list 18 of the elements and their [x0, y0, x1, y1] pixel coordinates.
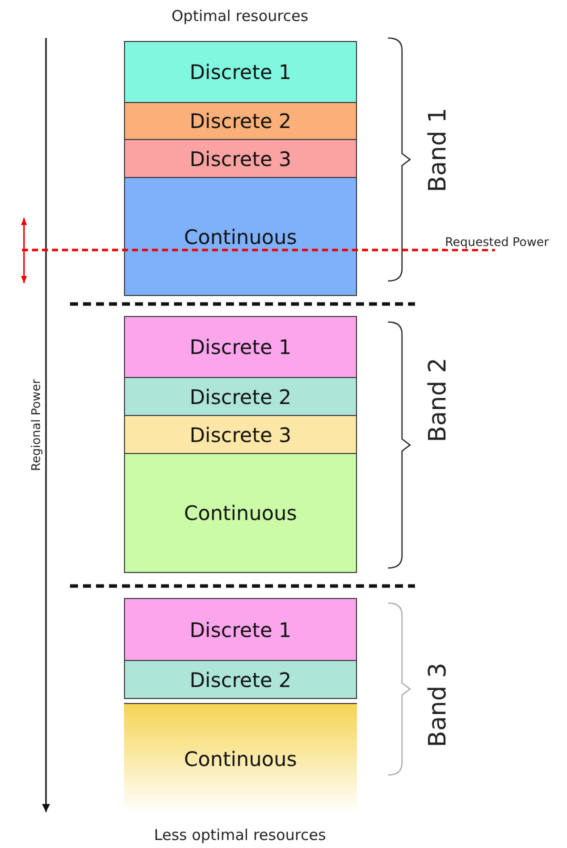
band-label: Band 3 — [422, 662, 451, 748]
axis-label: Regional Power — [28, 379, 43, 471]
resource-box: Discrete 3 — [124, 139, 357, 178]
resource-box: Discrete 2 — [124, 377, 357, 416]
resource-box: Continuous — [124, 703, 357, 813]
resource-box: Continuous — [124, 453, 357, 573]
band-label: Band 1 — [422, 108, 451, 192]
resource-box: Discrete 2 — [124, 660, 357, 699]
resource-box: Discrete 1 — [124, 598, 357, 661]
line-label: Requested Power — [445, 235, 549, 249]
resource-box: Continuous — [124, 177, 357, 296]
heading: Optimal resources — [172, 7, 308, 25]
footer-text: Less optimal resources — [154, 826, 326, 844]
resource-box: Discrete 2 — [124, 102, 357, 140]
band-label: Band 2 — [422, 358, 451, 442]
resource-box: Discrete 1 — [124, 316, 357, 378]
resource-box: Discrete 3 — [124, 415, 357, 454]
resource-box: Discrete 1 — [124, 41, 357, 103]
